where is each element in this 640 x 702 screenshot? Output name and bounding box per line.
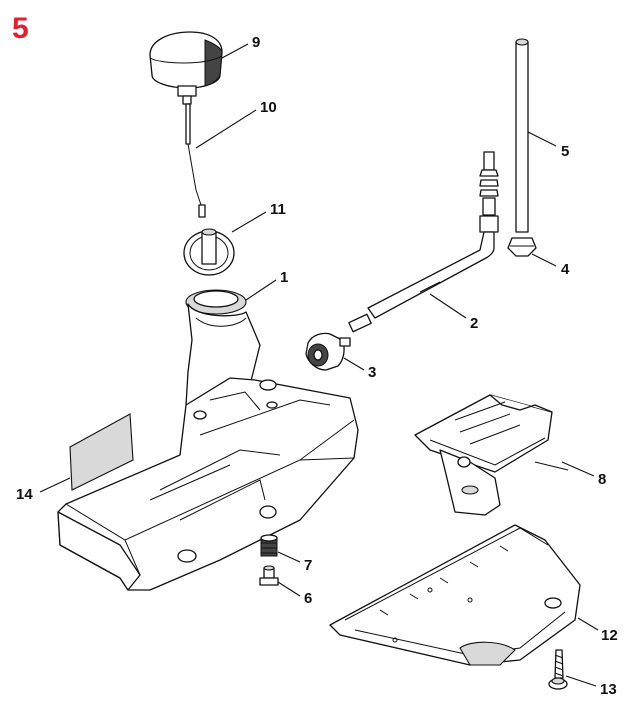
part-label — [69, 413, 134, 491]
leader-line-7 — [277, 551, 301, 563]
leader-line-11 — [231, 211, 267, 233]
part-fuel-tank — [57, 289, 359, 591]
leader-line-10 — [195, 109, 257, 149]
leader-line-13 — [565, 675, 597, 687]
part-filter — [305, 332, 351, 371]
leader-line-12 — [577, 617, 599, 631]
callout-8: 8 — [598, 471, 606, 488]
leader-line-8 — [561, 461, 595, 477]
part-pipe — [515, 38, 529, 233]
callout-3: 3 — [368, 364, 376, 381]
callout-1: 1 — [280, 269, 288, 286]
callout-2: 2 — [470, 315, 478, 332]
leader-lines — [39, 43, 599, 687]
leader-line-1 — [245, 279, 277, 301]
part-fuel-cap — [149, 31, 223, 105]
leader-line-4 — [531, 253, 557, 267]
callout-9: 9 — [252, 34, 260, 51]
callout-14: 14 — [16, 486, 33, 503]
callout-4: 4 — [561, 261, 570, 278]
part-grommet — [507, 237, 537, 257]
part-fuel-hose — [348, 151, 499, 333]
callout-7: 7 — [304, 557, 312, 574]
part-retaining-cord — [185, 103, 206, 218]
figure-number: 5 — [12, 12, 29, 45]
leader-line-2 — [429, 293, 467, 319]
leader-line-3 — [343, 357, 365, 371]
part-bottom-plate — [329, 524, 581, 666]
callout-6: 6 — [304, 590, 312, 607]
leader-line-5 — [527, 131, 557, 147]
part-sleeve — [259, 565, 279, 586]
callout-12: 12 — [601, 627, 618, 644]
part-strainer-ring — [183, 228, 235, 276]
part-bushing — [260, 534, 278, 557]
callout-numbers: 9 10 11 1 5 4 2 3 8 14 7 6 12 13 — [16, 34, 618, 698]
part-screw — [548, 649, 568, 690]
part-bracket — [414, 394, 569, 516]
callout-11: 11 — [270, 201, 286, 218]
callout-5: 5 — [561, 143, 569, 160]
callout-13: 13 — [600, 681, 617, 698]
leader-line-14 — [39, 477, 71, 493]
leader-line-6 — [277, 581, 301, 597]
callout-10: 10 — [260, 99, 277, 116]
leader-line-9 — [221, 43, 249, 59]
